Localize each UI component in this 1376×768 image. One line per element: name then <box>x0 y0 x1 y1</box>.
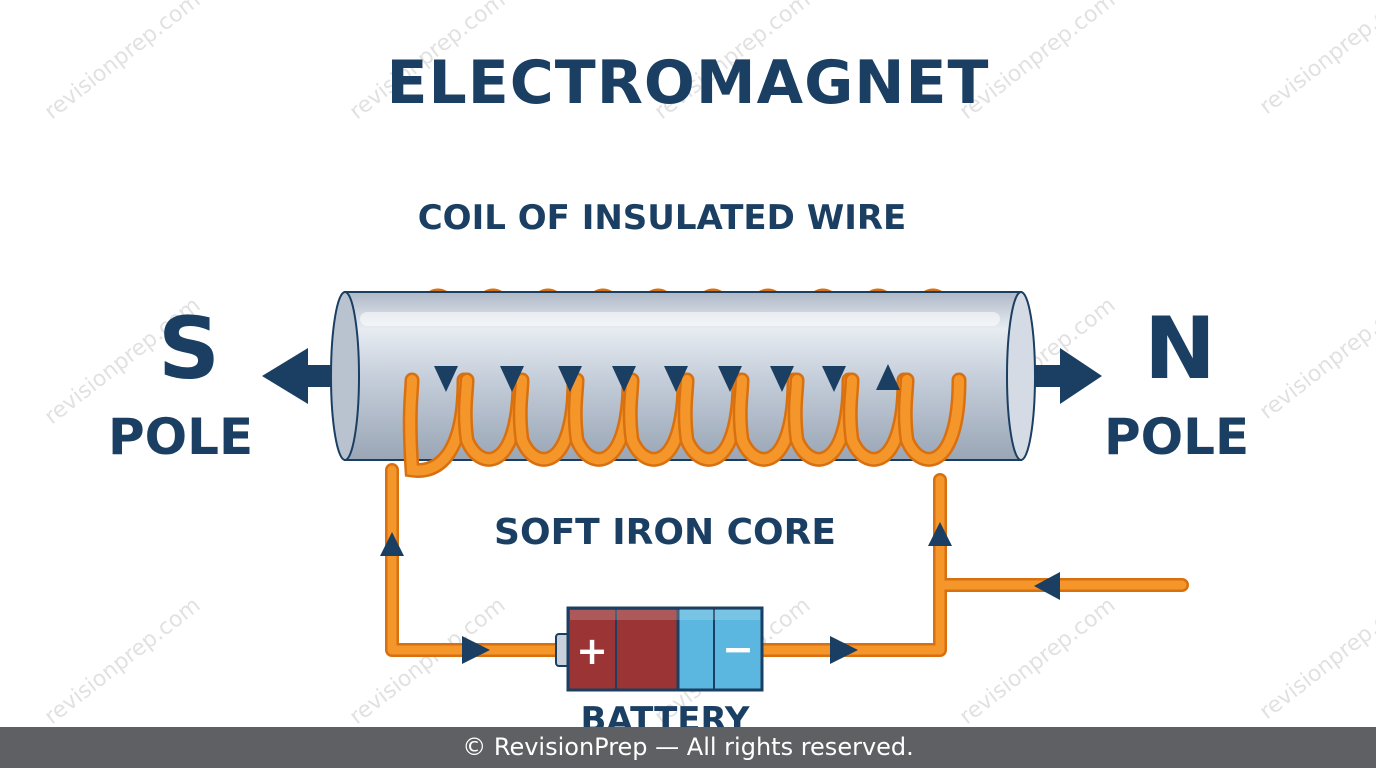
coil-loop-front <box>842 372 912 467</box>
north-pole-letter: N <box>1144 299 1216 399</box>
arrow-up-icon <box>928 522 952 546</box>
coil-loop-front <box>677 372 747 467</box>
current-arrows-coil <box>434 364 900 392</box>
arrow-down-icon <box>612 366 636 392</box>
arrow-down-icon <box>664 366 688 392</box>
arrow-down-icon <box>558 366 582 392</box>
south-pole-letter: S <box>158 299 220 399</box>
arrow-down-icon <box>434 366 458 392</box>
copyright-footer: © RevisionPrep — All rights reserved. <box>0 727 1376 768</box>
pole-arrows <box>262 348 1102 404</box>
arrow-down-icon <box>500 366 524 392</box>
arrow-down-icon <box>718 366 742 392</box>
coil-front <box>402 372 967 478</box>
arrow-right-icon <box>1034 348 1102 404</box>
coil-loop-front <box>787 372 857 467</box>
arrow-left-icon <box>1034 572 1060 600</box>
arrow-right-icon <box>462 636 490 664</box>
arrow-down-icon <box>822 366 846 392</box>
arrow-left-icon <box>262 348 332 404</box>
core-label: SOFT IRON CORE <box>494 512 836 553</box>
arrow-up-icon <box>380 532 404 556</box>
arrow-down-icon <box>770 366 794 392</box>
arrow-up-icon <box>876 364 900 390</box>
coil-loop-front <box>897 372 967 467</box>
coil-loop-front <box>457 372 527 467</box>
coil-label: COIL OF INSULATED WIRE <box>417 198 907 238</box>
battery-minus-sign: − <box>722 627 754 671</box>
battery: + − <box>555 606 764 692</box>
circuit-wire <box>385 463 1189 657</box>
coil-loop-front <box>622 372 692 467</box>
south-pole-label: POLE <box>108 408 254 466</box>
coil-loop-front <box>402 372 472 478</box>
battery-plus-sign: + <box>576 629 608 673</box>
coil-loop-front <box>732 372 802 467</box>
north-pole-label: POLE <box>1104 408 1250 466</box>
coil-loop-front <box>567 372 637 467</box>
diagram-title: ELECTROMAGNET <box>386 48 990 118</box>
arrow-right-icon <box>830 636 858 664</box>
coil-loop-front <box>512 372 582 467</box>
current-arrows-circuit <box>380 522 1060 664</box>
